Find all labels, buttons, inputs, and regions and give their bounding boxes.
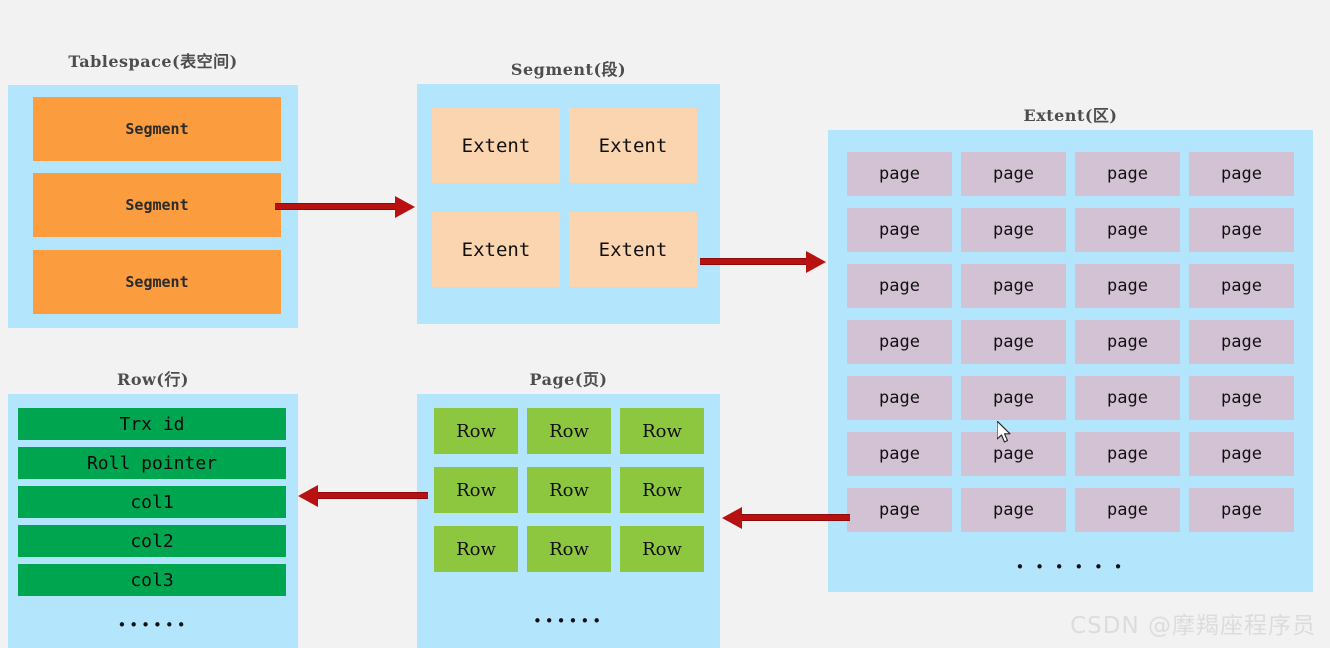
extent-page-cell[interactable]: page — [847, 376, 952, 420]
row-field-cell[interactable]: col2 — [18, 525, 286, 557]
extent-page-cell[interactable]: page — [1189, 488, 1294, 532]
tablespace-panel: Segment Segment Segment — [8, 85, 298, 328]
tablespace-segment-cell[interactable]: Segment — [33, 97, 281, 161]
page-row-cell[interactable]: Row — [434, 467, 518, 513]
extent-page-cell[interactable]: page — [961, 320, 1066, 364]
row-field-cell[interactable]: col1 — [18, 486, 286, 518]
group-segment: Segment(段) Extent Extent Extent Extent — [417, 56, 720, 326]
extent-page-cell[interactable]: page — [1189, 376, 1294, 420]
row-title: Row(行) — [117, 370, 189, 389]
extent-page-cell[interactable]: page — [961, 264, 1066, 308]
extent-page-cell[interactable]: page — [961, 488, 1066, 532]
extent-page-cell[interactable]: page — [847, 432, 952, 476]
segment-extent-cell[interactable]: Extent — [569, 108, 697, 183]
extent-page-cell[interactable]: page — [1189, 432, 1294, 476]
extent-page-cell[interactable]: page — [961, 208, 1066, 252]
extent-panel: page page page page page page page page … — [828, 130, 1313, 592]
page-row-cell[interactable]: Row — [620, 408, 704, 454]
segment-extent-cell[interactable]: Extent — [432, 108, 560, 183]
segment-extent-cell[interactable]: Extent — [569, 212, 697, 287]
page-row-cell[interactable]: Row — [620, 467, 704, 513]
extent-page-cell[interactable]: page — [847, 488, 952, 532]
extent-page-cell[interactable]: page — [1189, 264, 1294, 308]
segment-extent-cell[interactable]: Extent — [432, 212, 560, 287]
page-row-cell[interactable]: Row — [620, 526, 704, 572]
extent-page-cell[interactable]: page — [847, 264, 952, 308]
row-field-cell[interactable]: Roll pointer — [18, 447, 286, 479]
row-field-cell[interactable]: Trx id — [18, 408, 286, 440]
tablespace-segment-cell[interactable]: Segment — [33, 173, 281, 237]
extent-page-cell[interactable]: page — [1189, 320, 1294, 364]
row-ellipsis: •••••• — [117, 616, 189, 634]
extent-page-cell[interactable]: page — [1075, 488, 1180, 532]
row-panel: Trx id Roll pointer col1 col2 col3 •••••… — [8, 394, 298, 648]
row-field-cell[interactable]: col3 — [18, 564, 286, 596]
extent-page-cell[interactable]: page — [961, 152, 1066, 196]
extent-page-cell[interactable]: page — [1075, 208, 1180, 252]
page-ellipsis: •••••• — [532, 612, 605, 630]
page-row-cell[interactable]: Row — [527, 467, 611, 513]
group-tablespace: Tablespace(表空间) Segment Segment Segment — [8, 48, 298, 328]
group-extent: Extent(区) page page page page page page … — [828, 102, 1313, 592]
csdn-watermark: CSDN @摩羯座程序员 — [1070, 613, 1316, 639]
extent-page-cell[interactable]: page — [1075, 152, 1180, 196]
segment-panel: Extent Extent Extent Extent — [417, 84, 720, 324]
extent-page-cell[interactable]: page — [1075, 320, 1180, 364]
tablespace-title: Tablespace(表空间) — [68, 52, 238, 71]
page-row-cell[interactable]: Row — [434, 408, 518, 454]
extent-ellipsis: • • • • • • — [1015, 558, 1126, 576]
segment-title: Segment(段) — [510, 60, 627, 79]
page-row-cell[interactable]: Row — [434, 526, 518, 572]
page-row-cell[interactable]: Row — [527, 526, 611, 572]
extent-page-cell[interactable]: page — [847, 320, 952, 364]
extent-page-cell[interactable]: page — [1189, 152, 1294, 196]
extent-page-cell[interactable]: page — [961, 376, 1066, 420]
group-row: Row(行) Trx id Roll pointer col1 col2 col… — [8, 366, 298, 648]
extent-page-cell[interactable]: page — [1075, 376, 1180, 420]
extent-page-cell[interactable]: page — [1189, 208, 1294, 252]
page-row-cell[interactable]: Row — [527, 408, 611, 454]
group-page: Page(页) Row Row Row Row Row Row Row Row … — [417, 366, 720, 648]
extent-title: Extent(区) — [1023, 106, 1118, 125]
page-title: Page(页) — [529, 370, 608, 389]
tablespace-segment-cell[interactable]: Segment — [33, 250, 281, 314]
extent-page-cell[interactable]: page — [847, 152, 952, 196]
extent-page-cell[interactable]: page — [1075, 264, 1180, 308]
extent-page-cell[interactable]: page — [1075, 432, 1180, 476]
extent-page-cell[interactable]: page — [961, 432, 1066, 476]
page-panel: Row Row Row Row Row Row Row Row Row ••••… — [417, 394, 720, 648]
extent-page-cell[interactable]: page — [847, 208, 952, 252]
